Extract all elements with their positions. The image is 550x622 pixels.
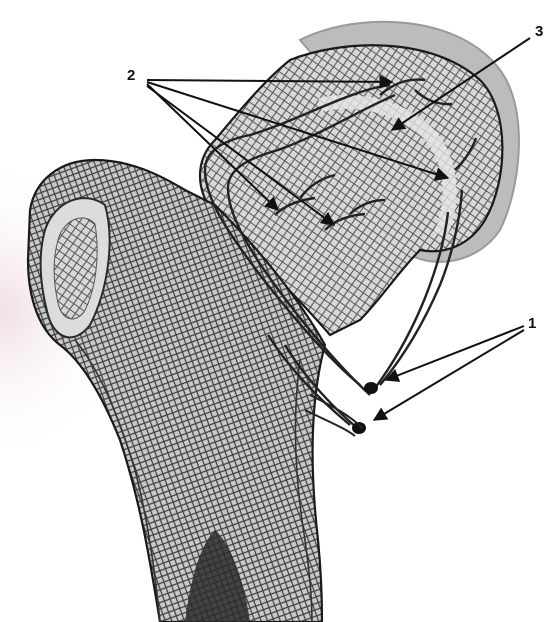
label-1: 1 — [528, 315, 536, 332]
artery-cross-section-upper — [364, 382, 378, 394]
label-3: 3 — [535, 23, 543, 40]
label-2: 2 — [127, 67, 135, 84]
